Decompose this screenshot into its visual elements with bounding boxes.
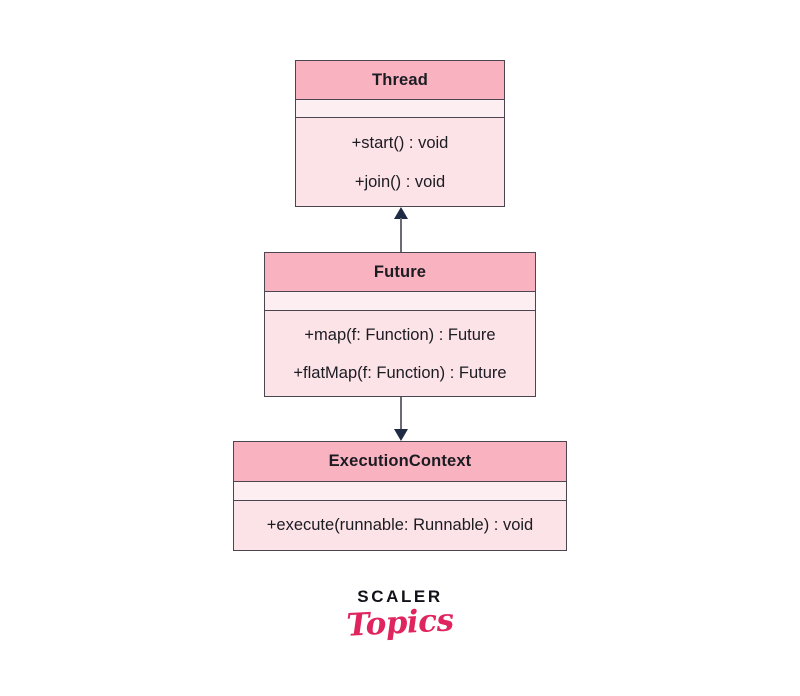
class-name-future: Future (265, 253, 535, 292)
class-attributes-thread (296, 100, 504, 118)
uml-class-future[interactable]: Future +map(f: Function) : Future +flatM… (264, 252, 536, 397)
method-item: +execute(runnable: Runnable) : void (266, 515, 534, 534)
uml-class-executioncontext[interactable]: ExecutionContext +execute(runnable: Runn… (233, 441, 567, 551)
class-attributes-executioncontext (234, 482, 566, 501)
arrowhead-down-icon (394, 429, 408, 441)
scaler-topics-logo: SCALER Topics (0, 587, 800, 644)
method-item: +map(f: Function) : Future (304, 326, 496, 345)
method-item: +flatMap(f: Function) : Future (293, 363, 507, 382)
class-name-executioncontext: ExecutionContext (234, 442, 566, 482)
uml-class-thread[interactable]: Thread +start() : void +join() : void (295, 60, 505, 207)
connector-line (400, 218, 402, 255)
logo-primary-text: SCALER (357, 587, 443, 606)
connector-line (400, 397, 402, 431)
method-item: +join() : void (354, 173, 446, 191)
class-methods-thread: +start() : void +join() : void (296, 118, 504, 206)
class-attributes-future (265, 292, 535, 311)
class-methods-executioncontext: +execute(runnable: Runnable) : void (234, 501, 566, 550)
method-item: +start() : void (351, 133, 449, 152)
class-name-thread: Thread (296, 61, 504, 100)
class-methods-future: +map(f: Function) : Future +flatMap(f: F… (265, 311, 535, 396)
arrowhead-up-icon (394, 207, 408, 219)
